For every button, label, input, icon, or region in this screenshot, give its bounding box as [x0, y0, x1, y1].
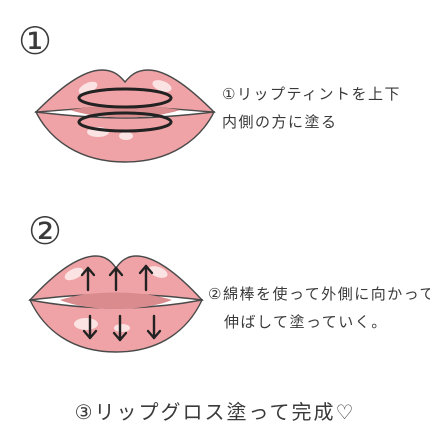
tint-ellipse-lower — [77, 111, 173, 133]
step-1-caption-line-2: 内側の方に塗る — [222, 113, 338, 131]
lip-highlight — [74, 318, 98, 330]
inner-lip-area — [60, 292, 172, 309]
step-2-caption-line-2: 伸ばして塗っていく。 — [224, 313, 388, 331]
step-3-caption: ③リップグロス塗って完成♡ — [74, 400, 356, 424]
lip-highlight — [64, 267, 84, 281]
step-1-number: ① — [18, 19, 53, 63]
lip-highlight — [152, 80, 172, 92]
arrow-up-icon — [108, 266, 124, 292]
arrow-up-icon — [138, 264, 154, 292]
step-1-caption: ①リップティントを上下 内側の方に塗る — [222, 80, 401, 136]
lip-highlight — [148, 266, 168, 278]
lip-highlight — [114, 324, 130, 332]
arrow-down-icon — [82, 314, 98, 340]
step-1-caption-line-1: ①リップティントを上下 — [222, 85, 402, 103]
step-2-caption-line-1: ②綿棒を使って外側に向かって — [208, 285, 430, 303]
lips-with-arrows-icon — [28, 255, 204, 353]
step-2-number: ② — [28, 209, 63, 253]
tint-ellipse-upper — [77, 87, 173, 109]
arrow-down-icon — [112, 314, 128, 342]
lips-with-ellipse-icon — [34, 69, 216, 163]
arrow-down-icon — [146, 314, 162, 340]
step-2-caption: ②綿棒を使って外側に向かって 伸ばして塗っていく。 — [208, 280, 430, 336]
lip-highlight — [119, 132, 133, 140]
arrow-up-icon — [80, 266, 96, 292]
